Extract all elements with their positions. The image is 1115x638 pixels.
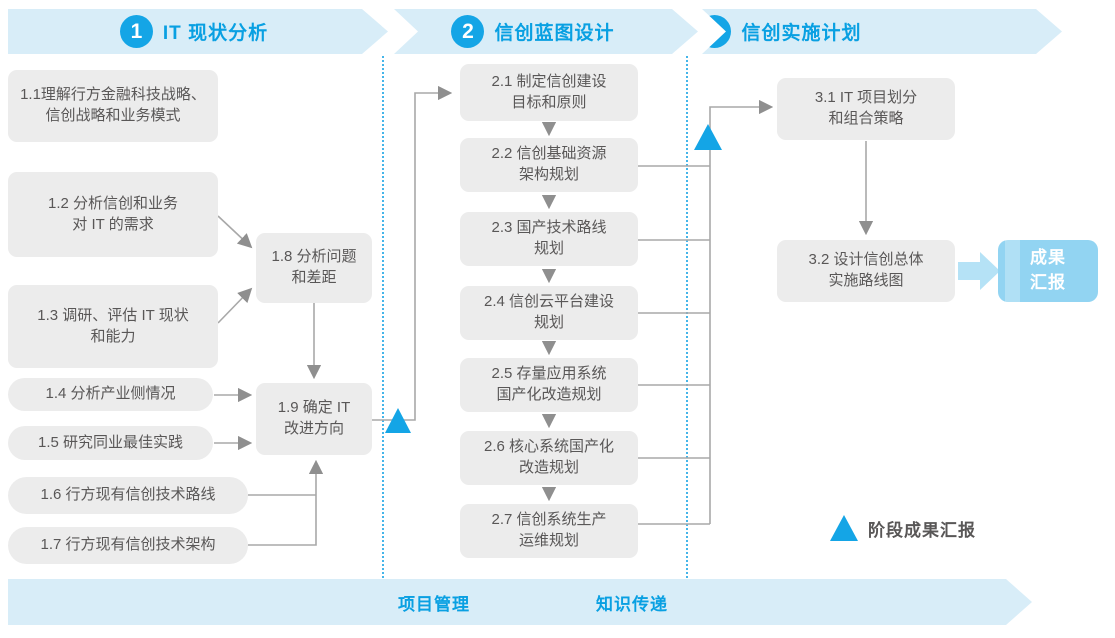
arrow-1-2-to-1-8 (217, 215, 253, 249)
step-box-1-5: 1.5 研究同业最佳实践 (8, 426, 213, 460)
arrow-1-3-to-1-8 (217, 287, 253, 324)
legend-label: 阶段成果汇报 (868, 520, 976, 540)
step-box-1-2: 1.2 分析信创和业务 对 IT 的需求 (8, 172, 218, 257)
milestone-triangle-phase-1 (385, 408, 411, 433)
arrow-collector-to-3-1 (709, 99, 774, 524)
phase-2-title: 信创蓝图设计 (494, 23, 615, 44)
step-box-2-6: 2.6 核心系统国产化 改造规划 (460, 431, 638, 485)
phase-divider-1 (382, 56, 384, 578)
step-box-3-1: 3.1 IT 项目划分 和组合策略 (777, 78, 955, 140)
phase-1-number-badge: 1 (120, 15, 153, 48)
step-box-2-4: 2.4 信创云平台建设 规划 (460, 286, 638, 340)
milestone-triangle-phase-2 (694, 124, 722, 150)
phase-3-band: 3 信创实施计划 (702, 9, 1062, 54)
bottom-band: 项目管理 知识传递 (8, 579, 1032, 625)
step-box-2-2: 2.2 信创基础资源 架构规划 (460, 138, 638, 192)
step-box-2-5: 2.5 存量应用系统 国产化改造规划 (460, 358, 638, 412)
phase-2-number-badge: 2 (451, 15, 484, 48)
step-box-2-7: 2.7 信创系统生产 运维规划 (460, 504, 638, 558)
step-box-1-1: 1.1理解行方金融科技战略、 信创战略和业务模式 (8, 70, 218, 142)
knowledge-transfer-label: 知识传递 (596, 594, 668, 614)
project-management-label: 项目管理 (398, 594, 470, 614)
step-box-2-1: 2.1 制定信创建设 目标和原则 (460, 64, 638, 121)
step-box-1-7: 1.7 行方现有信创技术架构 (8, 527, 248, 564)
arrow-1-7-to-1-9 (248, 459, 324, 546)
phase-1-title: IT 现状分析 (162, 23, 269, 44)
step-box-1-6: 1.6 行方现有信创技术路线 (8, 477, 248, 514)
step-box-1-3: 1.3 调研、评估 IT 现状 和能力 (8, 285, 218, 368)
outcome-report-box: 成果 汇报 (998, 240, 1098, 302)
deliverable-arrow-icon (958, 252, 1000, 290)
step-box-1-9: 1.9 确定 IT 改进方向 (256, 383, 372, 455)
phase-2-band: 2 信创蓝图设计 (394, 9, 698, 54)
phase-divider-2 (686, 56, 688, 578)
step-box-1-8: 1.8 分析问题 和差距 (256, 233, 372, 303)
step-box-1-4: 1.4 分析产业侧情况 (8, 378, 213, 411)
legend-milestone-triangle-icon (830, 515, 858, 541)
phase-3-number-badge: 3 (698, 15, 731, 48)
phase-3-title: 信创实施计划 (741, 23, 862, 44)
step-box-2-3: 2.3 国产技术路线 规划 (460, 212, 638, 266)
step-box-3-2: 3.2 设计信创总体 实施路线图 (777, 240, 955, 302)
phase-1-band: 1 IT 现状分析 (8, 9, 388, 54)
